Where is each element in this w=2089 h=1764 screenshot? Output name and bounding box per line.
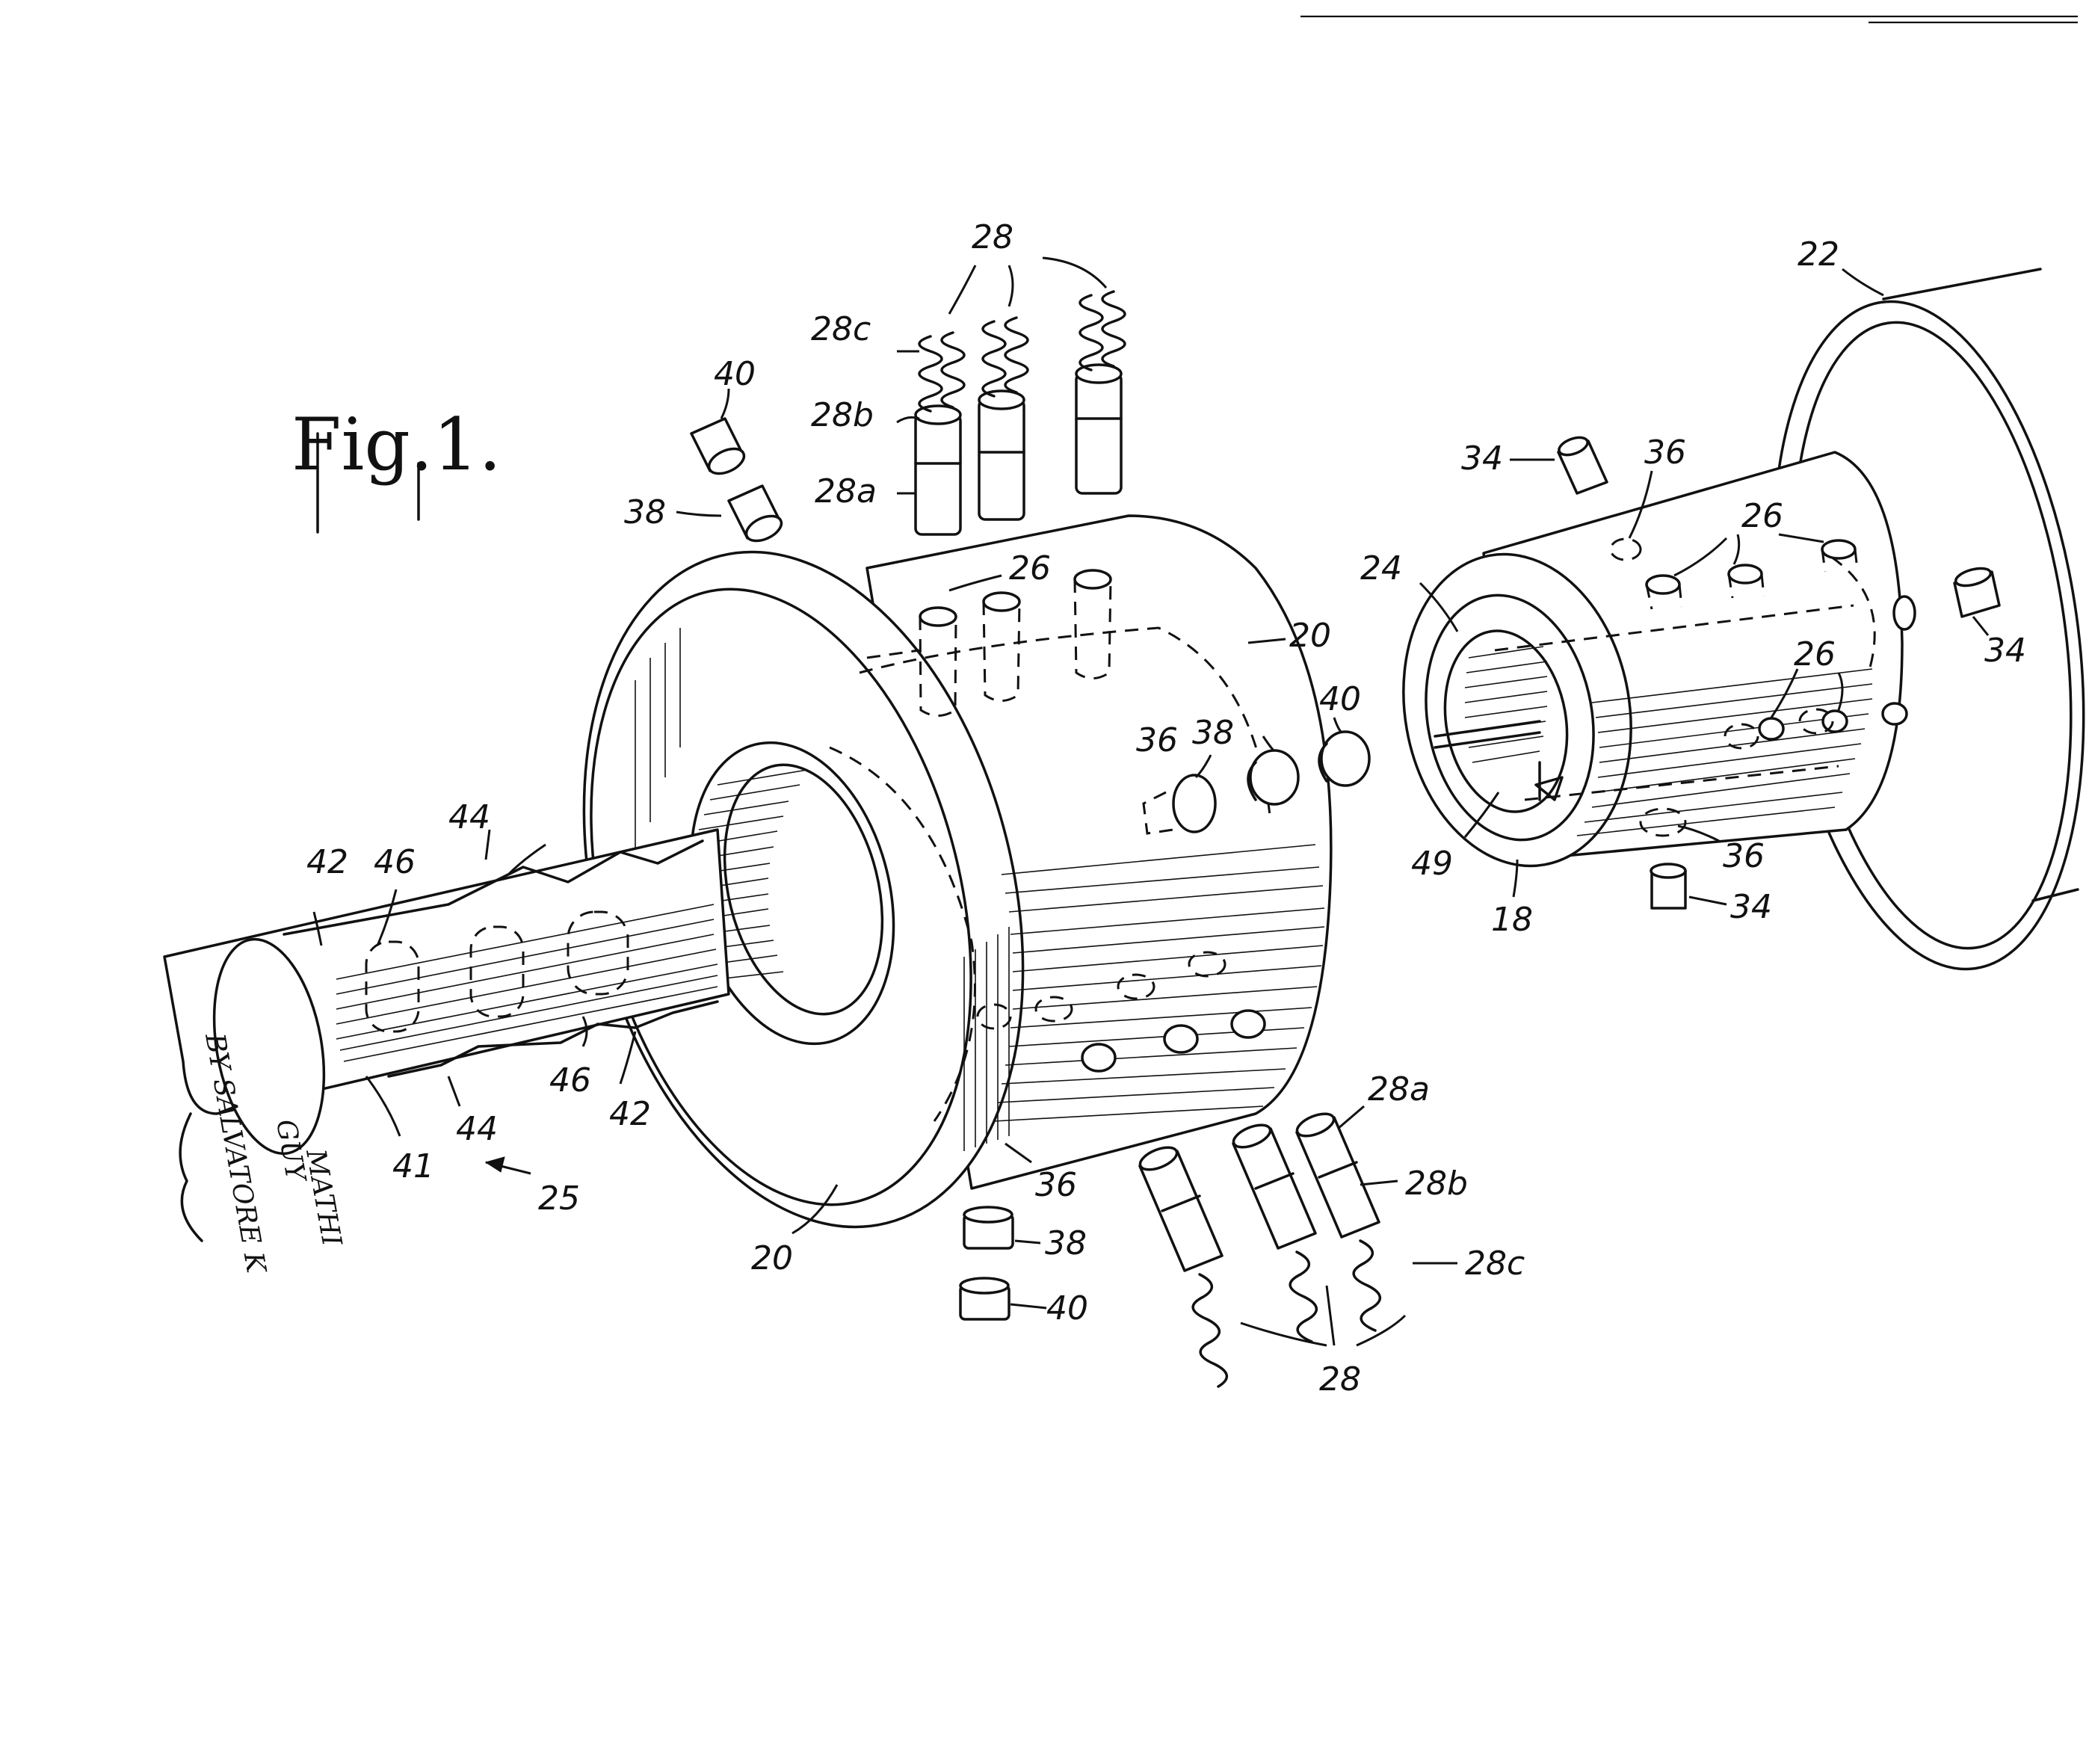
label-34-bottom: 34	[1730, 888, 1772, 926]
label-28a-top: 28a	[815, 472, 877, 511]
label-26-housing: 26	[1009, 549, 1051, 588]
pin-stack-28-top-2	[978, 316, 1029, 521]
key-shaft-25	[163, 828, 730, 1156]
label-24: 24	[1360, 549, 1402, 588]
label-28b-top: 28b	[811, 396, 874, 434]
label-46-left: 46	[374, 843, 416, 881]
signature-line-mathi: MATHI	[300, 1146, 347, 1248]
pin-38-top	[727, 484, 783, 543]
label-22: 22	[1798, 235, 1839, 274]
pin-34-top	[1557, 436, 1608, 495]
label-28c-top: 28c	[811, 310, 871, 348]
pin-40-mid	[1318, 730, 1371, 787]
pin-holes-26-housing	[866, 569, 1112, 717]
label-34-top: 34	[1461, 440, 1503, 478]
label-26-right-mid: 26	[1794, 635, 1836, 673]
pin-34-bottom	[1650, 863, 1687, 910]
label-18: 18	[1491, 901, 1533, 939]
pin-holes-26-right	[1609, 537, 1916, 837]
label-42-left: 42	[306, 843, 348, 881]
label-40-top: 40	[714, 355, 756, 393]
signature-scrawl	[179, 1112, 203, 1242]
label-44-bottom: 44	[456, 1110, 498, 1148]
pin-stack-28-bot-2	[1232, 1123, 1318, 1343]
label-36-top: 36	[1644, 434, 1686, 472]
label-28b-bottom: 28b	[1405, 1165, 1468, 1203]
label-36-right: 36	[1723, 837, 1765, 875]
pin-38-mid	[1247, 749, 1300, 806]
pin-34-mid	[1953, 567, 2001, 618]
label-46-bottom: 46	[549, 1061, 591, 1100]
reference-labels: 28 28c 28b 28a 40 38 26 20 36 38 40 44 4…	[306, 218, 2026, 1398]
pin-stack-28-top-3	[1075, 290, 1126, 495]
label-38-mid: 38	[1192, 714, 1234, 752]
pin-stack-28-top-1	[914, 331, 966, 536]
label-41: 41	[392, 1147, 434, 1185]
pin-stack-28-bot-3	[1295, 1112, 1381, 1332]
label-28-top: 28	[972, 218, 1013, 256]
scan-border	[1300, 15, 2078, 24]
label-28c-bottom: 28c	[1465, 1245, 1525, 1283]
pin-38-bottom	[963, 1206, 1014, 1250]
label-26-right-top: 26	[1741, 497, 1783, 535]
cylinder-18	[1402, 451, 1916, 868]
label-25: 25	[538, 1179, 580, 1218]
figure-title: Fig.1.	[291, 403, 502, 487]
housing-20	[582, 514, 1333, 1229]
label-38-bottom: 38	[1045, 1224, 1087, 1262]
inventor-signature-mathi: MATHI	[300, 1146, 347, 1248]
pin-stack-28-bot-1	[1138, 1146, 1228, 1388]
label-20-flange: 20	[751, 1239, 793, 1277]
label-42-bottom: 42	[609, 1095, 651, 1133]
label-34-mid: 34	[1984, 632, 2026, 670]
pin-40-top	[690, 417, 746, 475]
label-36-housing: 36	[1136, 721, 1178, 759]
label-38-top: 38	[624, 493, 666, 531]
label-44-top: 44	[448, 798, 490, 836]
label-40-mid: 40	[1319, 680, 1361, 718]
label-28-bottom: 28	[1319, 1360, 1361, 1398]
label-40-bottom: 40	[1046, 1289, 1088, 1327]
label-36-bottom: 36	[1035, 1166, 1077, 1204]
label-49: 49	[1411, 845, 1453, 883]
label-28a-bottom: 28a	[1368, 1070, 1430, 1108]
pin-40-bottom	[959, 1277, 1010, 1321]
leader-lines	[312, 256, 1990, 1347]
label-20-housing: 20	[1289, 617, 1331, 655]
